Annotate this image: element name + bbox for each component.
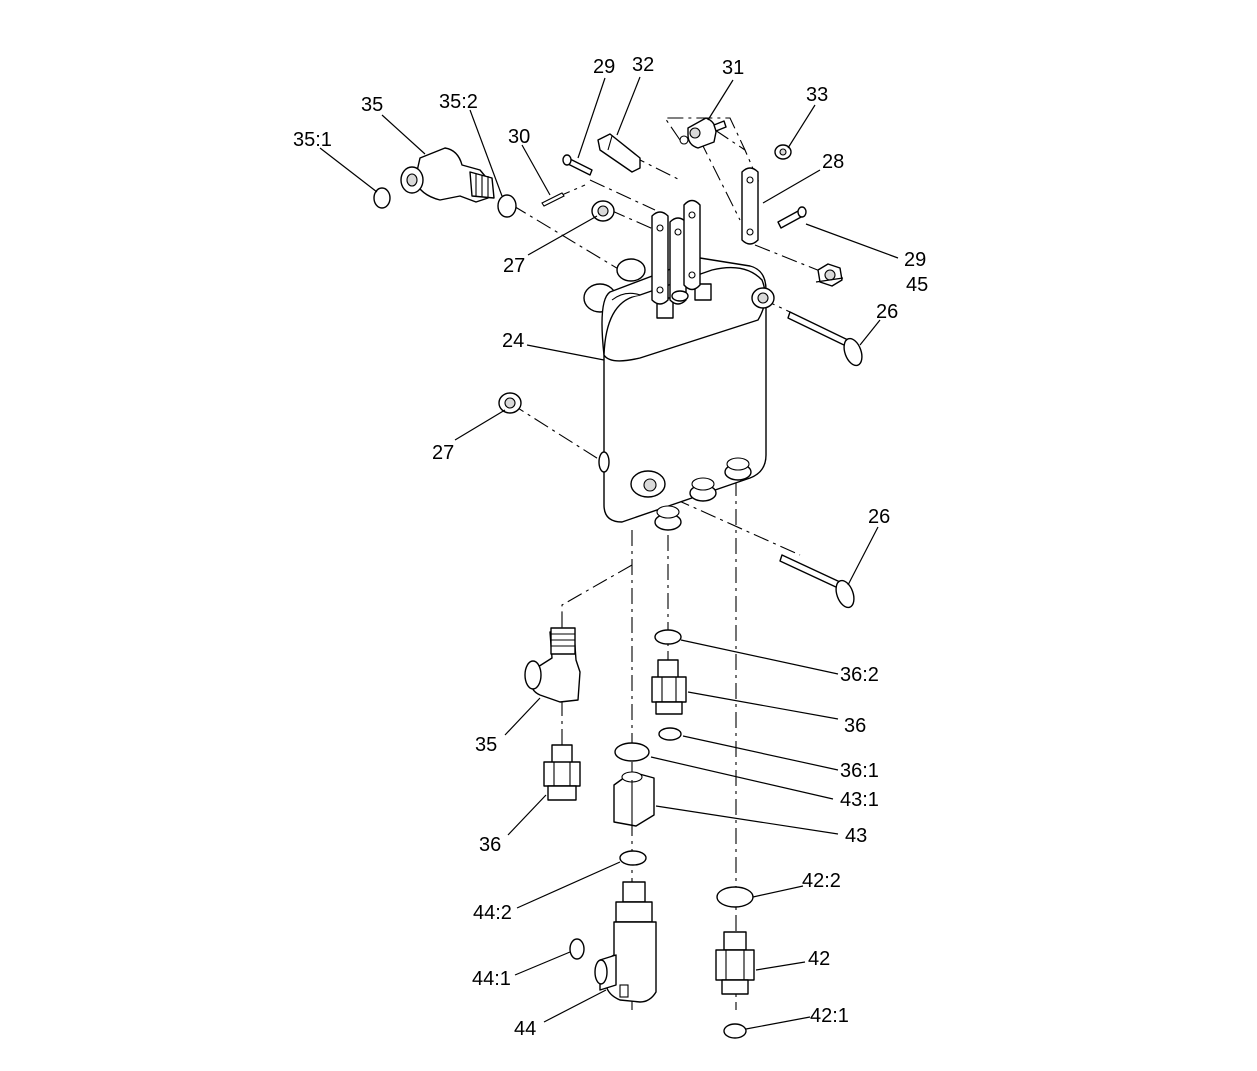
callout-44-1: 44:1 [472,968,511,990]
callout-36-right: 36 [844,715,866,737]
elbow-fitting-top [373,147,517,218]
callout-33: 33 [806,84,828,106]
callout-35-lower: 35 [475,734,497,756]
upper-hardware [541,117,843,287]
callout-26-upper: 26 [876,301,898,323]
lower-fittings [524,627,755,1039]
callout-44-2: 44:2 [473,902,512,924]
callout-35-1: 35:1 [293,129,332,151]
callout-35-2: 35:2 [439,91,478,113]
callout-36-1: 36:1 [840,760,879,782]
handle-pins [779,311,863,609]
lever-links [651,167,759,305]
spacer-left [498,392,522,414]
callout-44: 44 [514,1018,536,1040]
callout-43-1: 43:1 [840,789,879,811]
callout-29-right: 29 [904,249,926,271]
callout-36-2: 36:2 [840,664,879,686]
callout-42-1: 42:1 [810,1005,849,1027]
callout-43: 43 [845,825,867,847]
callout-32: 32 [632,54,654,76]
callout-labels: 24 26 26 27 27 28 29 29 30 31 32 33 35 3… [293,54,928,1040]
callout-27-lower: 27 [432,442,454,464]
callout-45: 45 [906,274,928,296]
callout-31: 31 [722,57,744,79]
callout-28: 28 [822,151,844,173]
callout-30: 30 [508,126,530,148]
callout-42-2: 42:2 [802,870,841,892]
callout-26-lower: 26 [868,506,890,528]
callout-29-upper: 29 [593,56,615,78]
valve-body [583,257,775,531]
callout-42: 42 [808,948,830,970]
leader-lines [319,76,899,1030]
callout-35-upper: 35 [361,94,383,116]
callout-36-left: 36 [479,834,501,856]
callout-24: 24 [502,330,524,352]
callout-27-upper: 27 [503,255,525,277]
